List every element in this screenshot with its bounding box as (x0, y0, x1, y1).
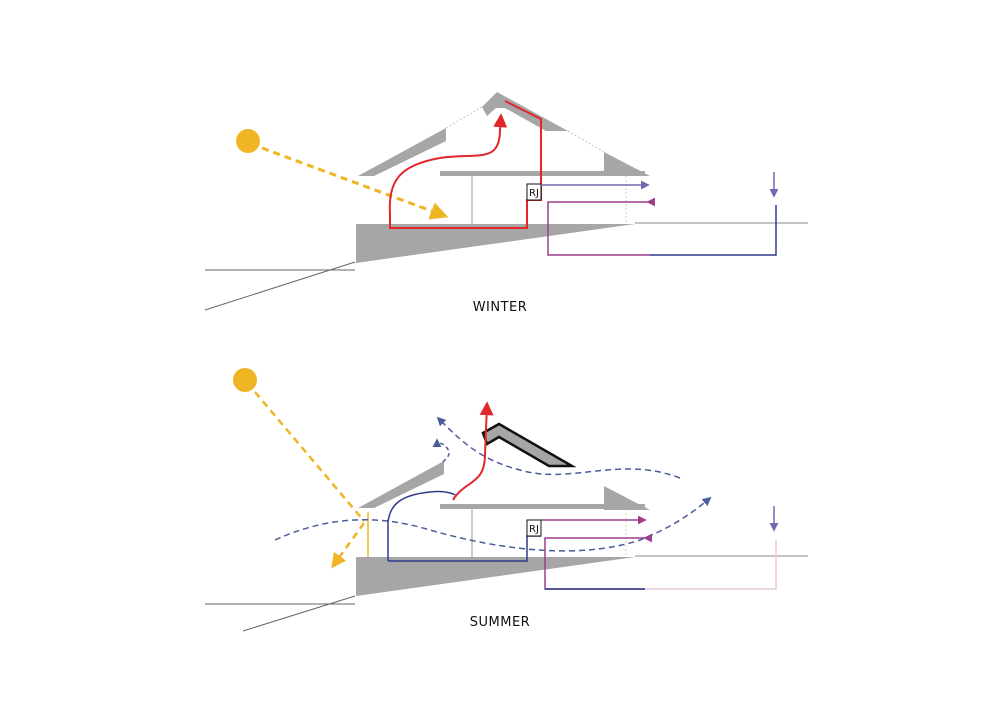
summer-terrain (205, 555, 808, 632)
summer-roof-left-panel (358, 461, 444, 508)
winter-roof (358, 92, 650, 224)
winter-roof-right-panel (604, 152, 650, 176)
summer-rj-unit: RJ (526, 519, 542, 537)
summer-roof (358, 422, 650, 557)
summer-vent-hood (481, 422, 577, 468)
sun-icon (233, 368, 257, 392)
summer-ceiling (440, 504, 645, 509)
winter-warm-air-loop (388, 113, 508, 216)
winter-sun-ray (261, 146, 449, 220)
summer-floor-slab (356, 557, 635, 596)
summer-hot-air-exhaust (452, 401, 494, 501)
winter-ceiling (440, 171, 645, 176)
summer-sun-ray (254, 391, 365, 522)
winter-label: WINTER (473, 300, 528, 315)
summer-cool-air-loop (387, 490, 456, 561)
summer-stack-breeze (436, 416, 681, 479)
summer-chimney-flow (432, 438, 450, 463)
winter-warm-air-return (389, 100, 542, 229)
summer-label: SUMMER (470, 615, 530, 630)
winter-rj-unit: RJ (526, 183, 542, 201)
winter-ground-duct (650, 205, 777, 256)
winter-floor-slab (356, 224, 635, 263)
winter-supply-duct (547, 197, 656, 256)
summer-reflected-ray (331, 522, 366, 569)
summer-cross-breeze (274, 496, 712, 552)
winter-rj-label: RJ (529, 188, 539, 199)
sun-icon (236, 129, 260, 153)
winter-terrain (204, 222, 808, 311)
summer-section: RJ SUMMER (205, 368, 808, 632)
summer-ground-duct (645, 540, 777, 590)
summer-rj-label: RJ (529, 524, 539, 535)
winter-section: RJ WINTER (204, 92, 808, 315)
winter-roof-left-panel (358, 128, 446, 176)
